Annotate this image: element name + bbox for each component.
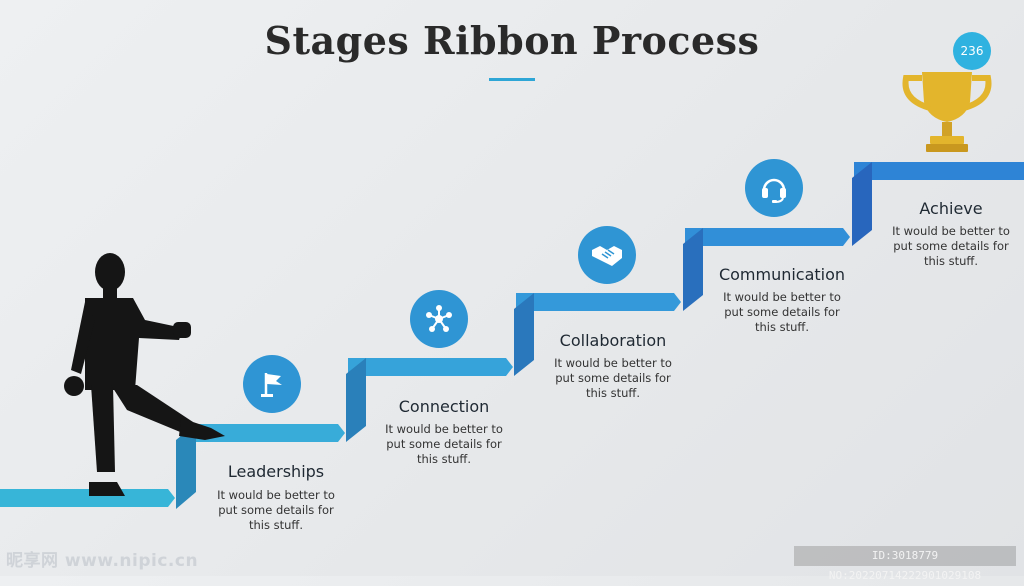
trophy-icon xyxy=(902,72,992,152)
stage-title-leaderships: Leaderships xyxy=(227,462,325,481)
network-icon xyxy=(426,305,452,332)
stage-desc-collaboration: It would be better to put some details f… xyxy=(554,356,672,400)
stage-desc-connection: It would be better to put some details f… xyxy=(385,422,503,466)
stage-title-connection: Connection xyxy=(398,397,490,416)
stage-desc-achieve: It would be better to put some details f… xyxy=(892,224,1010,268)
stage-desc-communication: It would be better to put some details f… xyxy=(723,290,841,334)
stage-4-icon-circle xyxy=(745,159,803,217)
stage-2-icon-circle xyxy=(410,290,468,348)
watermark-left: 昵享网 www.nipic.cn xyxy=(6,551,199,571)
stage-3-icon-circle xyxy=(578,226,636,284)
stage-title-achieve: Achieve xyxy=(919,199,983,218)
title-underline xyxy=(489,78,535,81)
stage-title-communication: Communication xyxy=(718,265,846,284)
flag-icon xyxy=(261,373,282,397)
headset-icon xyxy=(762,178,786,203)
page-number-badge: 236 xyxy=(953,32,991,70)
page-title: Stages Ribbon Process xyxy=(264,18,760,63)
walking-person-figure xyxy=(64,253,225,496)
stage-desc-leaderships: It would be better to put some details f… xyxy=(217,488,335,532)
stage-1-icon-circle xyxy=(243,355,301,413)
stage-title-collaboration: Collaboration xyxy=(559,331,667,350)
watermark-right: ID:3018779 NO:20220714222901029108 xyxy=(794,546,1016,582)
handshake-icon xyxy=(592,246,622,266)
